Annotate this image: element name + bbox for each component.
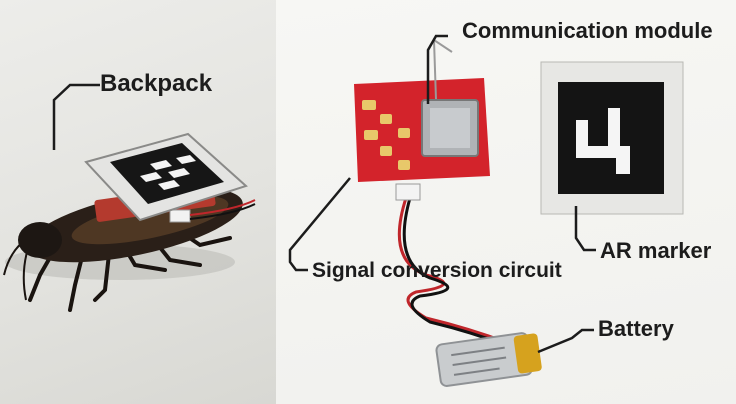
leader-backpack bbox=[52, 83, 100, 150]
battery bbox=[435, 332, 542, 387]
photo-cockroach-with-backpack: Backpack bbox=[0, 0, 276, 404]
wire-red bbox=[397, 197, 522, 350]
label-backpack: Backpack bbox=[100, 70, 213, 97]
communication-module bbox=[421, 99, 479, 157]
connector bbox=[395, 183, 421, 201]
leader-communication-module bbox=[426, 34, 448, 104]
label-communication-module: Communication module bbox=[462, 18, 713, 43]
cockroach-illustration bbox=[3, 83, 256, 312]
ar-marker-card bbox=[540, 61, 684, 215]
connector bbox=[169, 209, 191, 223]
leader-ar-marker bbox=[574, 206, 596, 252]
label-battery: Battery bbox=[598, 316, 674, 341]
components-illustration bbox=[288, 34, 684, 387]
wire-black bbox=[189, 203, 256, 220]
leader-signal-conversion-circuit bbox=[288, 177, 351, 272]
wire-black bbox=[402, 197, 524, 354]
leader-battery bbox=[537, 328, 594, 354]
wire-red bbox=[189, 199, 256, 216]
label-signal-conversion-circuit: Signal conversion circuit bbox=[312, 259, 562, 282]
backpack-marker bbox=[84, 132, 248, 222]
cockroach-head bbox=[18, 222, 62, 258]
cockroach-legs bbox=[28, 226, 232, 312]
photo-components: Communication module AR marker Signal co… bbox=[276, 0, 736, 404]
label-ar-marker: AR marker bbox=[600, 238, 712, 263]
